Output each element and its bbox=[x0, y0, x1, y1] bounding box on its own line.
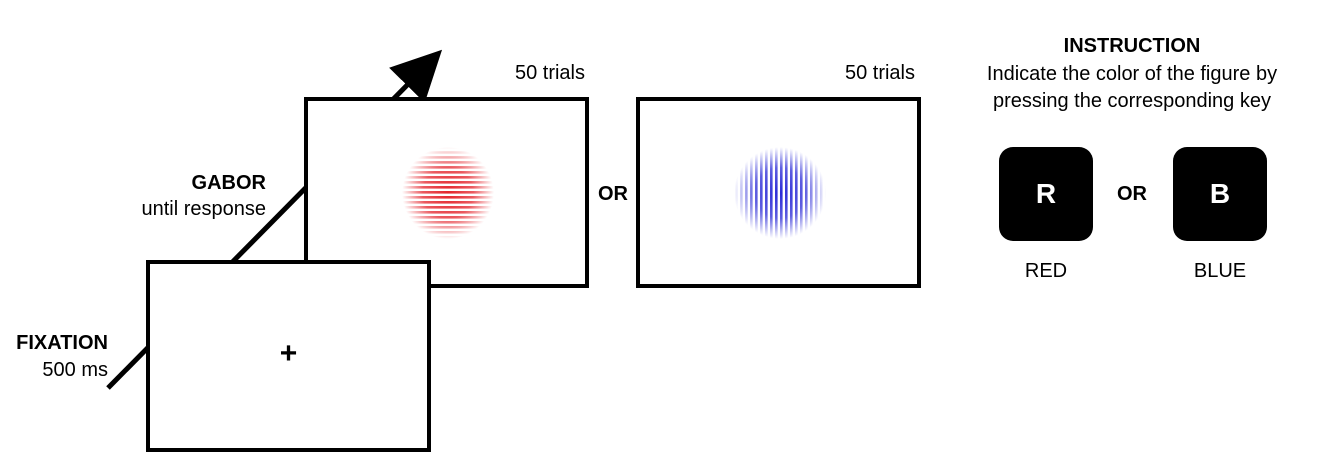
instruction-line-1: Indicate the color of the figure by bbox=[986, 63, 1278, 85]
blue-gabor-patch bbox=[734, 147, 826, 239]
instruction-title: INSTRUCTION bbox=[1063, 35, 1201, 57]
fixation-title: FIXATION bbox=[16, 332, 108, 354]
red-trials-count: 50 trials bbox=[514, 62, 585, 84]
fixation-screen: + bbox=[146, 260, 431, 452]
instruction-line-2: pressing the corresponding key bbox=[993, 90, 1271, 112]
gabor-duration: until response bbox=[141, 198, 266, 220]
gabor-screen-blue bbox=[636, 97, 921, 288]
gabor-screen-red bbox=[304, 97, 589, 288]
key-r: R bbox=[999, 147, 1093, 241]
key-b: B bbox=[1173, 147, 1267, 241]
fixation-cross: + bbox=[279, 337, 298, 370]
keys-or-label: OR bbox=[1117, 183, 1147, 205]
blue-trials-count: 50 trials bbox=[844, 62, 915, 84]
key-b-label: BLUE bbox=[1193, 260, 1247, 282]
fixation-duration: 500 ms bbox=[42, 359, 108, 381]
key-r-label: RED bbox=[1024, 260, 1068, 282]
gabor-title: GABOR bbox=[191, 172, 266, 194]
gabor-or-label: OR bbox=[598, 183, 628, 205]
red-gabor-patch bbox=[402, 147, 494, 239]
